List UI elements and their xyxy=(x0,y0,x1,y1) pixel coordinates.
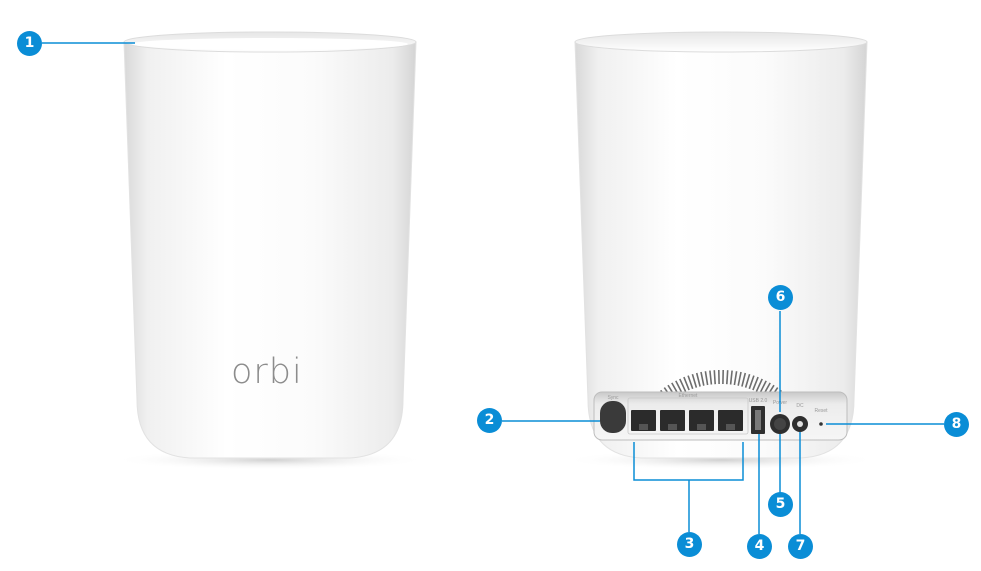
vent-slat xyxy=(700,371,705,386)
ethernet-ports xyxy=(631,410,743,431)
callout-5-badge: 5 xyxy=(768,492,793,517)
orbi-logo: orbi xyxy=(231,352,303,392)
ethernet-port-1 xyxy=(631,410,656,431)
callout-8-badge: 8 xyxy=(944,412,969,437)
callout-3-badge: 3 xyxy=(677,532,702,557)
vent-slat xyxy=(729,370,733,385)
vent-slat xyxy=(748,375,755,390)
callout-1-badge: 1 xyxy=(17,31,42,56)
power-switch-cap xyxy=(774,418,786,430)
front-unit xyxy=(112,31,428,470)
dc-label: DC xyxy=(796,403,804,409)
vent-slat xyxy=(687,375,694,390)
vent-slat xyxy=(675,380,683,394)
vent-slat xyxy=(695,372,701,387)
vent-slat xyxy=(737,371,742,386)
vent-slat xyxy=(726,370,729,385)
callout-leaders xyxy=(42,42,944,534)
ethernet-port-2 xyxy=(660,410,685,431)
vent-slat xyxy=(741,372,747,387)
sync-label: Sync xyxy=(607,395,619,401)
vent-slat xyxy=(683,376,690,391)
ethernet-label: Ethernet xyxy=(679,393,699,399)
vent-slat xyxy=(752,376,759,391)
usb-label: USB 2.0 xyxy=(749,398,768,404)
vent-slat xyxy=(759,380,767,394)
callout-7-badge: 7 xyxy=(788,534,813,559)
vent-slat xyxy=(679,378,687,392)
front-unit-light-ring xyxy=(132,38,408,50)
dc-jack-pin xyxy=(797,421,803,427)
vent-slat xyxy=(691,373,698,388)
vent-slat xyxy=(709,370,713,385)
reset-hole xyxy=(819,422,823,426)
ethernet-port-4 xyxy=(718,410,743,431)
sync-button xyxy=(600,401,626,433)
back-unit: Sync Ethernet xyxy=(563,31,879,470)
ethernet-port-3 xyxy=(689,410,714,431)
front-unit-body xyxy=(123,33,417,459)
callout-6-badge: 6 xyxy=(768,285,793,310)
vent-slat xyxy=(704,371,709,386)
callout-4-badge: 4 xyxy=(747,534,772,559)
usb-port-tongue xyxy=(755,410,761,430)
vent-slat xyxy=(755,378,763,392)
vent-slat xyxy=(713,370,716,385)
reset-label: Reset xyxy=(814,408,828,414)
callout-2-badge: 2 xyxy=(477,408,502,433)
vent-slat xyxy=(733,371,738,386)
ethernet-bracket xyxy=(627,397,749,435)
back-unit-top-ring xyxy=(574,31,868,53)
vent-slat xyxy=(744,373,751,388)
